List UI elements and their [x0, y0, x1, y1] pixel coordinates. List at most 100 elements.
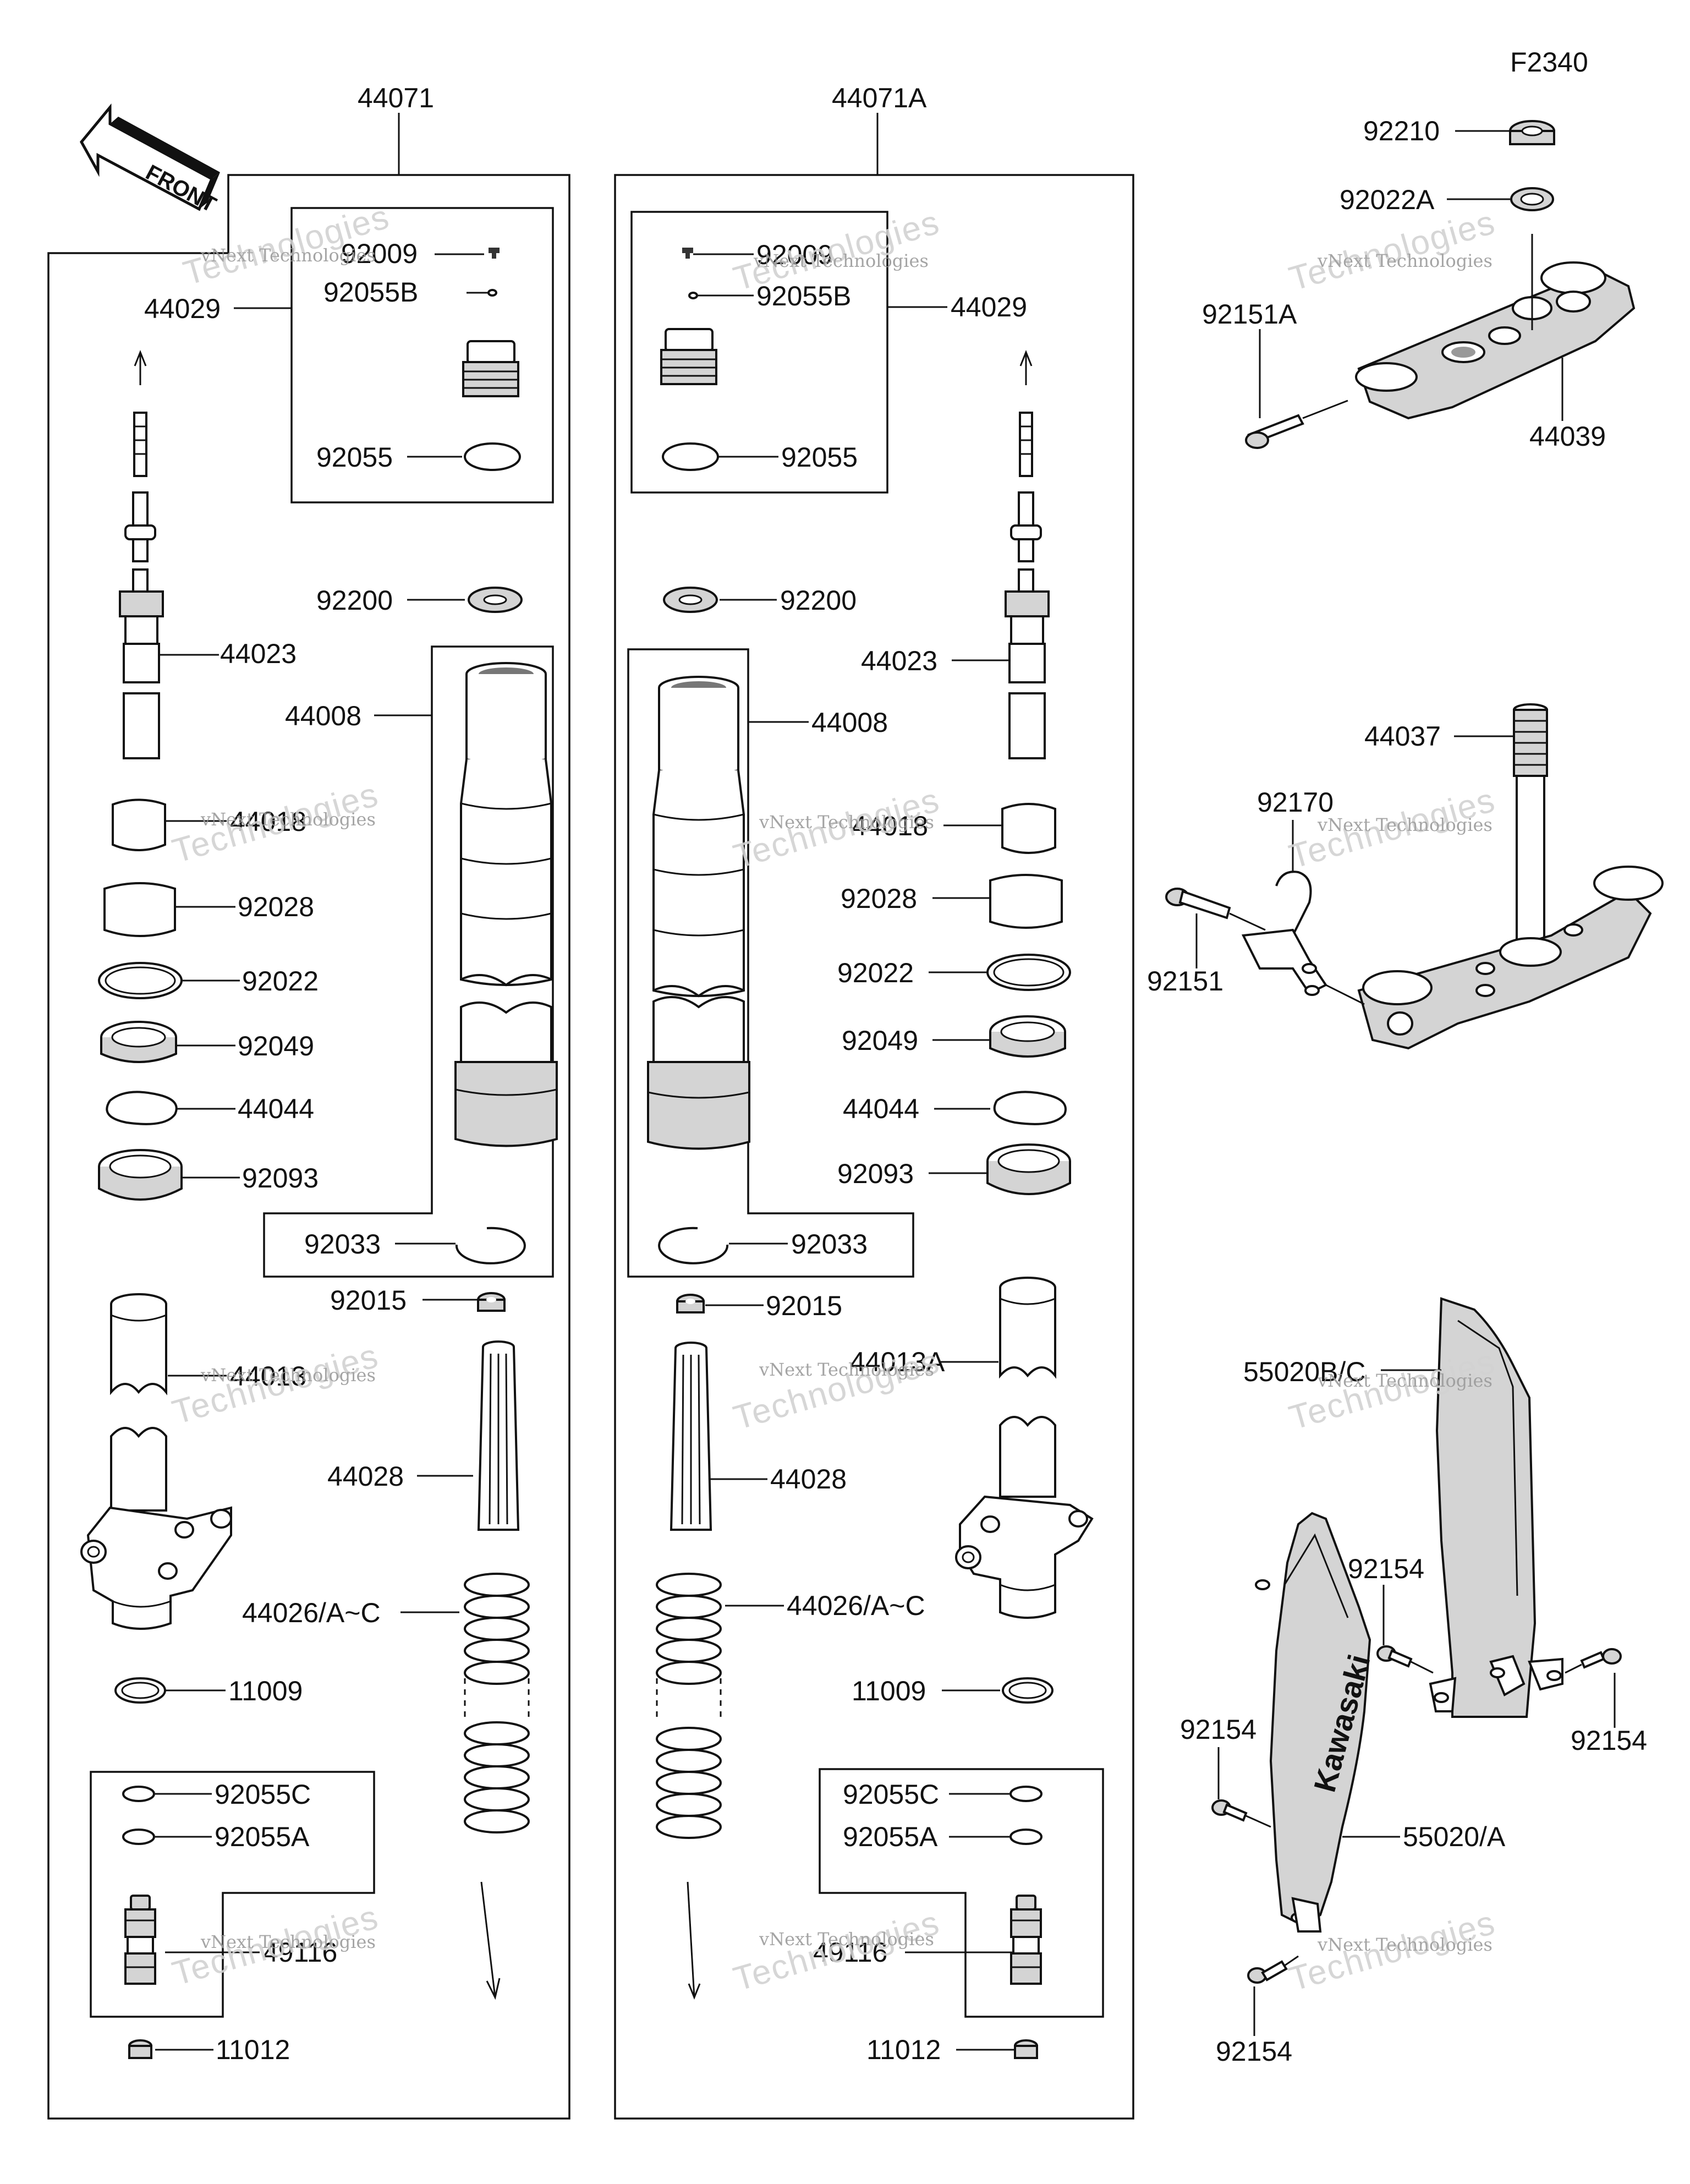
stem-nut-icon [1509, 120, 1555, 145]
label-55020a: 55020/A [1403, 1821, 1506, 1852]
label-44013-left: 44013 [230, 1361, 306, 1392]
watermark-text: vNext Technologies [753, 250, 929, 271]
oring-icon [464, 442, 521, 471]
watermark-text: vNext Technologies [200, 1365, 376, 1386]
bushing-lower-icon [989, 874, 1063, 929]
fork-cap-icon [660, 328, 717, 385]
cylinder-icon [477, 1340, 520, 1531]
oring-c-icon [122, 1786, 155, 1802]
upper-bracket-icon [1355, 234, 1636, 420]
watermark-text: vNext Technologies [1317, 250, 1493, 271]
front-arrow-icon: FRONT [79, 103, 220, 217]
label-92200-left: 92200 [316, 585, 393, 616]
fork-cap-icon [462, 340, 519, 397]
label-92151: 92151 [1147, 966, 1223, 997]
label-92154-2: 92154 [1571, 1725, 1647, 1756]
label-92154-4: 92154 [1216, 2036, 1292, 2067]
steering-stem-icon [1357, 703, 1664, 1050]
label-11012-left: 11012 [216, 2034, 290, 2065]
label-92022-left: 92022 [242, 966, 319, 997]
screw-icon [682, 248, 693, 259]
watermark-text: vNext Technologies [1317, 1934, 1493, 1955]
label-92055c-right: 92055C [843, 1779, 939, 1810]
label-44018-left: 44018 [230, 806, 306, 837]
inner-tube-icon [454, 662, 558, 1147]
watermark-text: Technologies [729, 1342, 944, 1437]
label-92170: 92170 [1257, 787, 1334, 818]
watermark-text: Technologies [729, 1903, 944, 1999]
cylinder-icon [670, 1342, 712, 1531]
label-92055-right: 92055 [781, 442, 858, 473]
label-92151a: 92151A [1202, 299, 1297, 330]
label-92055a-left: 92055A [215, 1821, 310, 1852]
label-92033-right: 92033 [791, 1229, 868, 1260]
bushing-lower-icon [103, 882, 176, 937]
oring-a-icon [1009, 1829, 1042, 1845]
watermark-text: vNext Technologies [200, 809, 376, 830]
cable-guide-icon [1241, 871, 1327, 996]
dust-seal-icon [986, 1143, 1071, 1195]
outer-tube-icon [955, 1277, 1094, 1619]
oring-c-icon [1009, 1786, 1042, 1802]
label-92154-1: 92154 [1348, 1553, 1424, 1584]
label-92033-left: 92033 [304, 1229, 381, 1260]
oil-seal-icon [989, 1015, 1066, 1058]
label-92200-right: 92200 [780, 585, 857, 616]
lower-bolt-icon [1165, 888, 1231, 919]
label-92022-right: 92022 [837, 957, 914, 988]
label-44044-left: 44044 [238, 1093, 314, 1124]
watermark-text: vNext Technologies [759, 812, 934, 833]
label-92028-right: 92028 [841, 883, 917, 914]
fork-guard-right-icon [1429, 1297, 1563, 1718]
circlip-icon [455, 1227, 526, 1265]
nut-icon [477, 1292, 506, 1312]
nut-icon [676, 1294, 705, 1313]
label-44028-left: 44028 [327, 1461, 404, 1492]
small-oring-icon [688, 292, 698, 299]
watermark-text: vNext Technologies [1317, 1370, 1493, 1391]
cartridge-rod-icon [1005, 349, 1050, 759]
guard-bolt-icon [1580, 1648, 1622, 1669]
label-92055b-left: 92055B [323, 277, 418, 308]
label-92154-3: 92154 [1180, 1714, 1256, 1745]
label-92055b-right: 92055B [756, 281, 851, 311]
watermark-text: vNext Technologies [759, 1359, 934, 1380]
label-44023-right: 44023 [861, 645, 937, 676]
outer-tube-icon [80, 1293, 232, 1630]
label-44037: 44037 [1364, 721, 1441, 752]
watermark-text: vNext Technologies [200, 1931, 376, 1952]
label-92009-right: 92009 [756, 239, 833, 270]
small-oring-icon [487, 289, 497, 297]
assembly-label-right: 44071A [832, 83, 927, 113]
label-11012-right: 11012 [866, 2034, 941, 2065]
label-44008-left: 44008 [285, 700, 361, 731]
label-92055a-right: 92055A [843, 1821, 938, 1852]
steering-and-guards: 92210 92022A 92151A 4403 [1147, 116, 1664, 2067]
label-92022a: 92022A [1340, 184, 1435, 215]
oring-a-icon [122, 1829, 155, 1845]
label-44026-right: 44026/A~C [787, 1590, 925, 1621]
label-92015-left: 92015 [330, 1285, 407, 1316]
cap-kit-box-left [290, 207, 554, 503]
washer-seal-icon [98, 962, 183, 999]
guard-bolt-icon [1247, 1960, 1288, 1984]
washer-seal-icon [986, 954, 1071, 991]
snap-ring-icon [993, 1091, 1067, 1125]
spring-icon [464, 1573, 530, 2000]
label-92049-left: 92049 [238, 1031, 314, 1061]
label-92210: 92210 [1363, 116, 1440, 146]
label-92049-right: 92049 [842, 1025, 918, 1056]
bushing-upper-icon [112, 798, 166, 851]
inner-tube-icon [647, 676, 750, 1150]
label-92009-left: 92009 [341, 238, 418, 269]
snap-ring-icon [106, 1091, 178, 1125]
label-92093-left: 92093 [242, 1163, 319, 1194]
label-55020bc: 55020B/C [1243, 1356, 1365, 1387]
bottom-cap-icon [1014, 2039, 1038, 2059]
label-11009-left: 11009 [228, 1676, 303, 1706]
label-44008-right: 44008 [811, 707, 888, 738]
watermark-text: vNext Technologies [200, 245, 376, 266]
watermark-text: vNext Technologies [759, 1929, 934, 1950]
label-49116-left: 49116 [263, 1937, 337, 1968]
dust-seal-icon [98, 1149, 183, 1201]
